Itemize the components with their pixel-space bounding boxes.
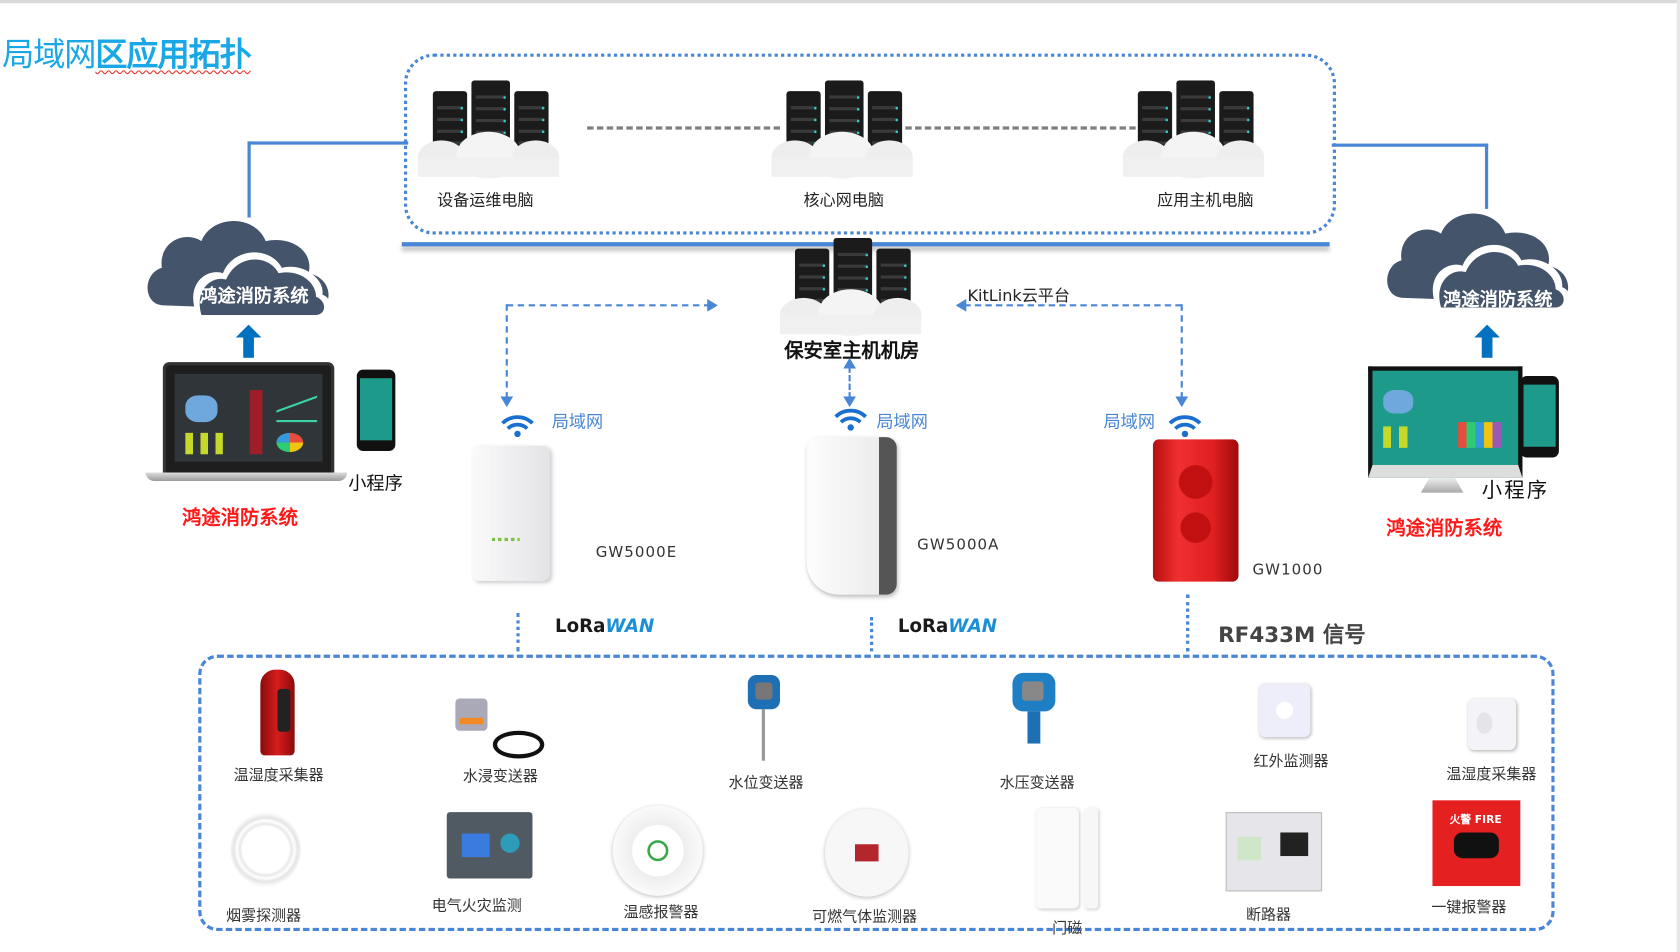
monitor-stand — [1420, 477, 1464, 493]
mini-program-label: 小程序 — [1481, 478, 1550, 503]
device-label: 一键报警器 — [1431, 898, 1507, 917]
lan-label: 局域网 — [876, 411, 928, 432]
cloud-icon — [1387, 213, 1571, 311]
gateway-model: GW5000E — [595, 544, 678, 562]
door-magnet-icon — [1084, 807, 1099, 909]
gateway-gw1000 — [1152, 439, 1239, 582]
laptop-icon — [162, 362, 335, 476]
dashed-link — [1180, 304, 1183, 399]
water-level-transmitter-icon — [747, 674, 780, 761]
cloud-label: 鸿途消防系统 — [199, 286, 309, 308]
sensor-cable — [492, 730, 545, 759]
device-label: 水位变送器 — [728, 774, 804, 792]
title-part2: 区应用拓扑 — [95, 36, 251, 74]
platform-label: KitLink云平台 — [967, 286, 1070, 306]
arrow-up-icon — [843, 357, 857, 369]
gas-detector-icon — [824, 808, 909, 897]
rf-signal-label: RF433M 信号 — [1218, 621, 1366, 648]
device-label: 可燃气体监测器 — [812, 908, 918, 926]
link-line — [905, 126, 1136, 130]
device-label: 电气火灾监测 — [431, 897, 522, 915]
gateway-model: GW5000A — [917, 536, 1000, 554]
door-sensor-icon — [1036, 807, 1079, 909]
dotted-link — [516, 612, 520, 652]
monitor-icon — [1368, 366, 1523, 478]
smoke-detector-icon — [230, 812, 302, 888]
dotted-link — [1186, 594, 1190, 652]
dashed-link — [505, 304, 508, 399]
dashed-link — [506, 304, 711, 307]
temp-humidity-sensor-icon — [1467, 698, 1517, 750]
dashboard-screen — [174, 373, 323, 462]
up-arrow-icon — [1474, 324, 1500, 358]
system-label: 鸿途消防系统 — [1386, 517, 1503, 540]
right-connector — [1331, 143, 1489, 209]
device-zone-box — [198, 654, 1555, 932]
gateway-gw5000e — [472, 445, 550, 581]
heat-alarm-icon — [612, 805, 703, 896]
device-label: 温湿度采集器 — [1446, 766, 1537, 784]
center-server-label: 保安室主机机房 — [784, 339, 920, 363]
page-title: 局域网区应用拓扑 — [2, 28, 252, 75]
gateway-gw5000a — [806, 437, 897, 595]
infrared-sensor-icon — [1258, 683, 1311, 738]
server-icon — [771, 80, 913, 183]
server-label: 核心网电脑 — [803, 190, 884, 210]
phone-icon — [356, 369, 396, 452]
circuit-breaker-icon — [1225, 812, 1323, 892]
wifi-icon — [1168, 415, 1202, 438]
device-label: 温湿度采集器 — [233, 767, 324, 785]
hydrant-sensor-icon — [260, 669, 295, 756]
device-label: 温感报警器 — [623, 904, 699, 922]
device-label: 水浸变送器 — [462, 768, 538, 786]
wifi-icon — [834, 408, 868, 431]
lorawan-logo: LoRaWAN — [897, 616, 998, 638]
dashed-link — [964, 304, 1182, 307]
arrow-down-icon — [500, 396, 514, 408]
right-border — [1676, 0, 1680, 952]
phone-icon — [1520, 376, 1559, 458]
server-icon — [1122, 80, 1265, 183]
server-label: 应用主机电脑 — [1157, 190, 1254, 210]
wifi-icon — [501, 415, 534, 438]
device-label: 烟雾探测器 — [226, 907, 302, 925]
arrow-left-icon — [955, 298, 967, 312]
arrow-down-icon — [843, 396, 857, 408]
device-label: 门磁 — [1052, 920, 1083, 938]
fire-button-text: 火警 FIRE — [1449, 814, 1502, 827]
laptop-base — [145, 472, 348, 482]
top-border — [0, 0, 1680, 4]
dashed-link — [848, 366, 851, 399]
electrical-fire-monitor-icon — [446, 812, 533, 879]
left-connector — [247, 141, 409, 218]
title-part1: 局域网 — [2, 36, 96, 74]
system-label: 鸿途消防系统 — [182, 506, 298, 530]
arrow-right-icon — [707, 298, 718, 312]
server-label: 设备运维电脑 — [437, 190, 534, 210]
lan-label: 局域网 — [551, 411, 604, 432]
water-pressure-transmitter-icon — [1012, 672, 1056, 744]
up-arrow-icon — [235, 324, 262, 358]
cloud-icon — [147, 220, 332, 319]
device-label: 水压变送器 — [999, 774, 1075, 792]
lorawan-logo: LoRaWAN — [554, 616, 655, 638]
cloud-label: 鸿途消防系统 — [1443, 289, 1553, 311]
server-icon — [779, 237, 922, 341]
gateway-model: GW1000 — [1252, 561, 1324, 579]
device-label: 断路器 — [1246, 906, 1292, 924]
water-leak-sensor-icon — [455, 698, 488, 731]
manual-call-point-icon: 火警 FIRE — [1432, 800, 1521, 887]
device-label: 红外监测器 — [1253, 753, 1329, 771]
dotted-link — [869, 617, 874, 652]
server-icon — [417, 80, 560, 183]
lan-label: 局域网 — [1103, 411, 1155, 432]
arrow-down-icon — [1175, 396, 1189, 408]
mini-program-label: 小程序 — [348, 473, 403, 495]
link-line — [587, 126, 780, 130]
